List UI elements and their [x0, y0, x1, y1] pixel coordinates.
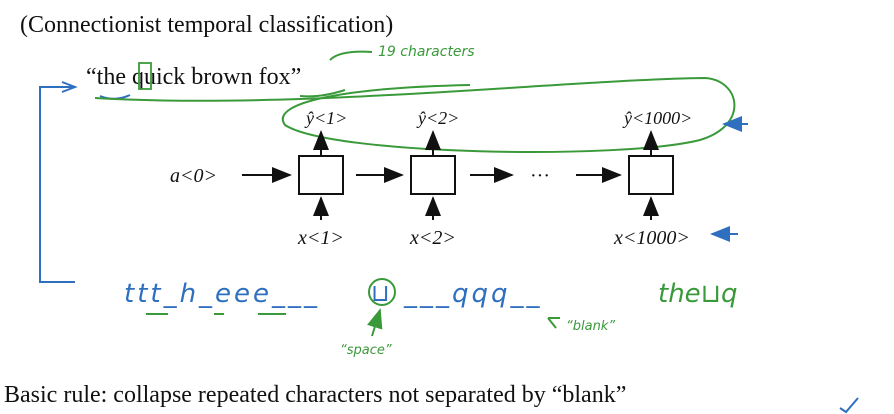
space-highlight-box	[138, 62, 152, 90]
outputs-ellipse	[94, 76, 736, 153]
ctc-sequence-part1: ttt_h_eee___	[124, 279, 320, 309]
annotation-leader-line	[329, 50, 373, 61]
output-label-2: ŷ<2>	[416, 108, 459, 128]
input-label-2: x<2>	[409, 227, 456, 249]
activation-a0: a<0>	[170, 165, 217, 187]
basic-rule: Basic rule: collapse repeated characters…	[4, 382, 626, 408]
ctc-sequence-part2: ___qqq__	[403, 279, 543, 309]
output-label-1: ŷ<1>	[304, 108, 347, 128]
example-sentence: “the quick brown fox”	[86, 64, 301, 90]
output-label-1000: ŷ<1000>	[622, 108, 692, 128]
blank-annotation-arrow	[547, 317, 560, 329]
bracket-arrow-top	[61, 81, 78, 93]
underline-fox	[299, 89, 346, 98]
rnn-cell-2	[410, 155, 456, 195]
ellipsis: ···	[530, 165, 550, 187]
ctc-collapsed-result: the⊔q	[658, 279, 737, 309]
blank-annotation-label: “blank”	[566, 319, 615, 334]
page-title: (Connectionist temporal classification)	[20, 12, 393, 38]
space-annotation-arrow	[367, 308, 383, 337]
annotation-char-count: 19 characters	[378, 44, 475, 60]
space-annotation-label: “space”	[340, 343, 392, 358]
rnn-cell-1	[298, 155, 344, 195]
space-circle	[368, 278, 396, 306]
input-label-1000: x<1000>	[613, 227, 690, 249]
ctc-space-symbol: ⊔	[371, 279, 390, 307]
rnn-cell-1000	[628, 155, 674, 195]
rule-checkmark	[839, 397, 859, 414]
left-bracket	[39, 86, 75, 283]
input-label-1: x<1>	[297, 227, 344, 249]
